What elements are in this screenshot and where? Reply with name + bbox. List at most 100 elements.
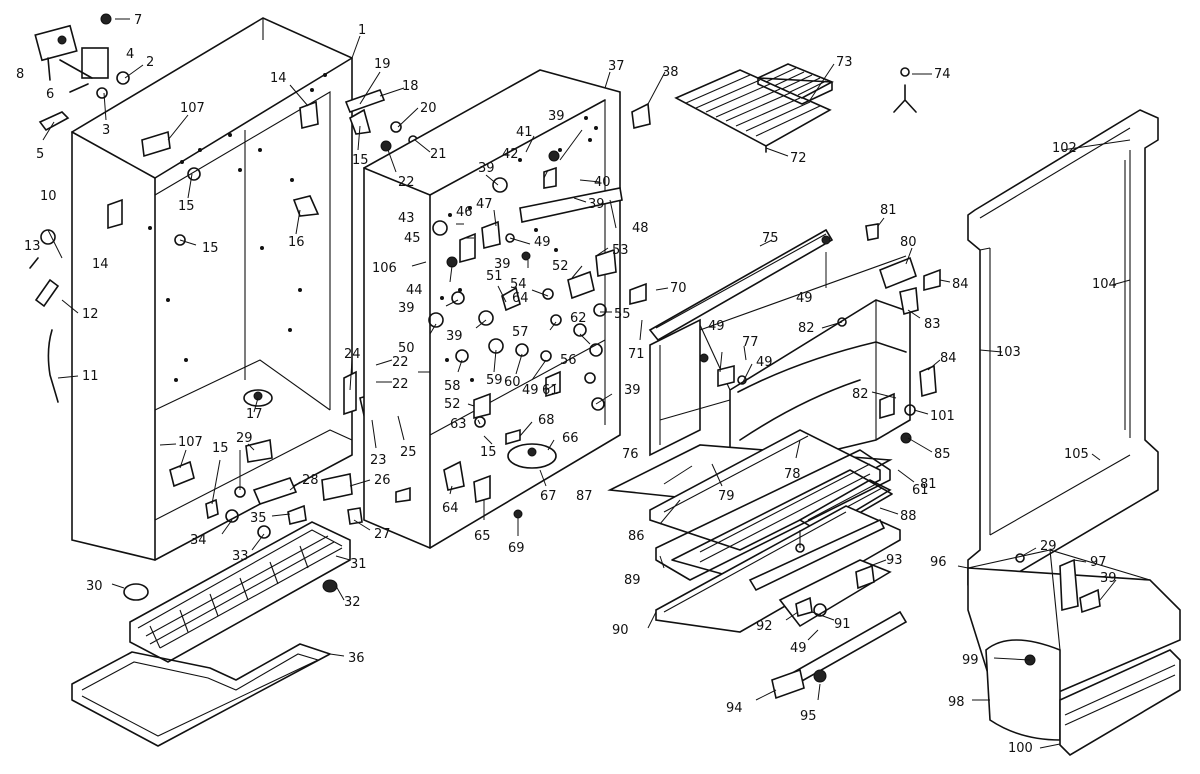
callout-14a: 14	[270, 71, 287, 86]
callout-51: 51	[486, 269, 503, 284]
shelf-channel	[648, 228, 834, 342]
callout-1: 1	[358, 23, 366, 38]
callout-26: 26	[374, 473, 391, 488]
callout-17: 17	[246, 407, 263, 422]
callout-61a: 61	[542, 383, 559, 398]
wire-shelf	[674, 69, 832, 153]
callout-49f: 49	[790, 641, 807, 656]
callout-13: 13	[24, 239, 41, 254]
callout-65: 65	[474, 529, 491, 544]
callout-5: 5	[36, 147, 44, 162]
callout-43: 43	[398, 211, 415, 226]
callout-4: 4	[126, 47, 134, 62]
callout-58: 58	[444, 379, 461, 394]
callout-106: 106	[372, 261, 397, 276]
ice-tray	[756, 63, 834, 105]
callout-70: 70	[670, 281, 687, 296]
callout-96: 96	[930, 555, 947, 570]
callout-80: 80	[900, 235, 917, 250]
callout-39g: 39	[624, 383, 641, 398]
callout-89: 89	[624, 573, 641, 588]
callout-15c: 15	[202, 241, 219, 256]
callout-61b: 61	[912, 483, 929, 498]
callout-47: 47	[476, 197, 493, 212]
callout-69: 69	[508, 541, 525, 556]
callout-49d: 49	[756, 355, 773, 370]
callout-39a: 39	[548, 109, 565, 124]
callout-33: 33	[232, 549, 249, 564]
callout-23: 23	[370, 453, 387, 468]
callout-107a: 107	[180, 101, 205, 116]
callout-48: 48	[632, 221, 649, 236]
callout-11: 11	[82, 369, 99, 384]
part-74-symbol	[893, 67, 917, 113]
callout-82a: 82	[798, 321, 815, 336]
callout-98: 98	[948, 695, 965, 710]
callout-81a: 81	[880, 203, 897, 218]
callout-107b: 107	[178, 435, 203, 450]
callout-101: 101	[930, 409, 955, 424]
callout-60: 60	[504, 375, 521, 390]
callout-15b: 15	[178, 199, 195, 214]
callout-102: 102	[1052, 141, 1077, 156]
callout-36: 36	[348, 651, 365, 666]
callout-64b: 64	[442, 501, 459, 516]
callouts: 1 2 3 4 5 6 7 8 10 11 12 13 14 14 15 15 …	[16, 13, 1117, 756]
callout-91: 91	[834, 617, 851, 632]
callout-71: 71	[628, 347, 645, 362]
callout-22a: 22	[398, 175, 415, 190]
callout-56: 56	[560, 353, 577, 368]
callout-29a: 29	[236, 431, 253, 446]
callout-29b: 29	[1040, 539, 1057, 554]
callout-100: 100	[1008, 741, 1033, 756]
grille-frame	[71, 643, 331, 747]
callout-44: 44	[406, 283, 423, 298]
callout-39b: 39	[478, 161, 495, 176]
callout-42: 42	[502, 147, 519, 162]
callout-63: 63	[450, 417, 467, 432]
callout-99: 99	[962, 653, 979, 668]
callout-84b: 84	[940, 351, 957, 366]
callout-82b: 82	[852, 387, 869, 402]
callout-73: 73	[836, 55, 853, 70]
callout-34: 34	[190, 533, 207, 548]
cabinet-shell	[71, 17, 353, 561]
callout-97: 97	[1090, 555, 1107, 570]
callout-30: 30	[86, 579, 103, 594]
callout-45: 45	[404, 231, 421, 246]
callout-59: 59	[486, 373, 503, 388]
callout-15a: 15	[352, 153, 369, 168]
callout-49a: 49	[534, 235, 551, 250]
callout-50: 50	[398, 341, 415, 356]
callout-6: 6	[46, 87, 54, 102]
callout-18: 18	[402, 79, 419, 94]
drawer-assembly	[607, 429, 908, 700]
callout-14b: 14	[92, 257, 109, 272]
callout-39f: 39	[446, 329, 463, 344]
callout-32: 32	[344, 595, 361, 610]
callout-75: 75	[762, 231, 779, 246]
callout-12: 12	[82, 307, 99, 322]
callout-55: 55	[614, 307, 631, 322]
leader-lines	[42, 18, 1131, 749]
callout-53: 53	[612, 243, 629, 258]
callout-37: 37	[608, 59, 625, 74]
callout-19: 19	[374, 57, 391, 72]
callout-52a: 52	[552, 259, 569, 274]
callout-22c: 22	[392, 377, 409, 392]
callout-35: 35	[250, 511, 267, 526]
callout-3: 3	[102, 123, 110, 138]
callout-95: 95	[800, 709, 817, 724]
callout-41: 41	[516, 125, 533, 140]
callout-88: 88	[900, 509, 917, 524]
callout-39d: 39	[494, 257, 511, 272]
callout-7: 7	[134, 13, 142, 28]
callout-31: 31	[350, 557, 367, 572]
callout-104: 104	[1092, 277, 1117, 292]
callout-77: 77	[742, 335, 759, 350]
callout-67: 67	[540, 489, 557, 504]
callout-22b: 22	[392, 355, 409, 370]
crisper-bin	[967, 549, 1181, 757]
callout-93: 93	[886, 553, 903, 568]
